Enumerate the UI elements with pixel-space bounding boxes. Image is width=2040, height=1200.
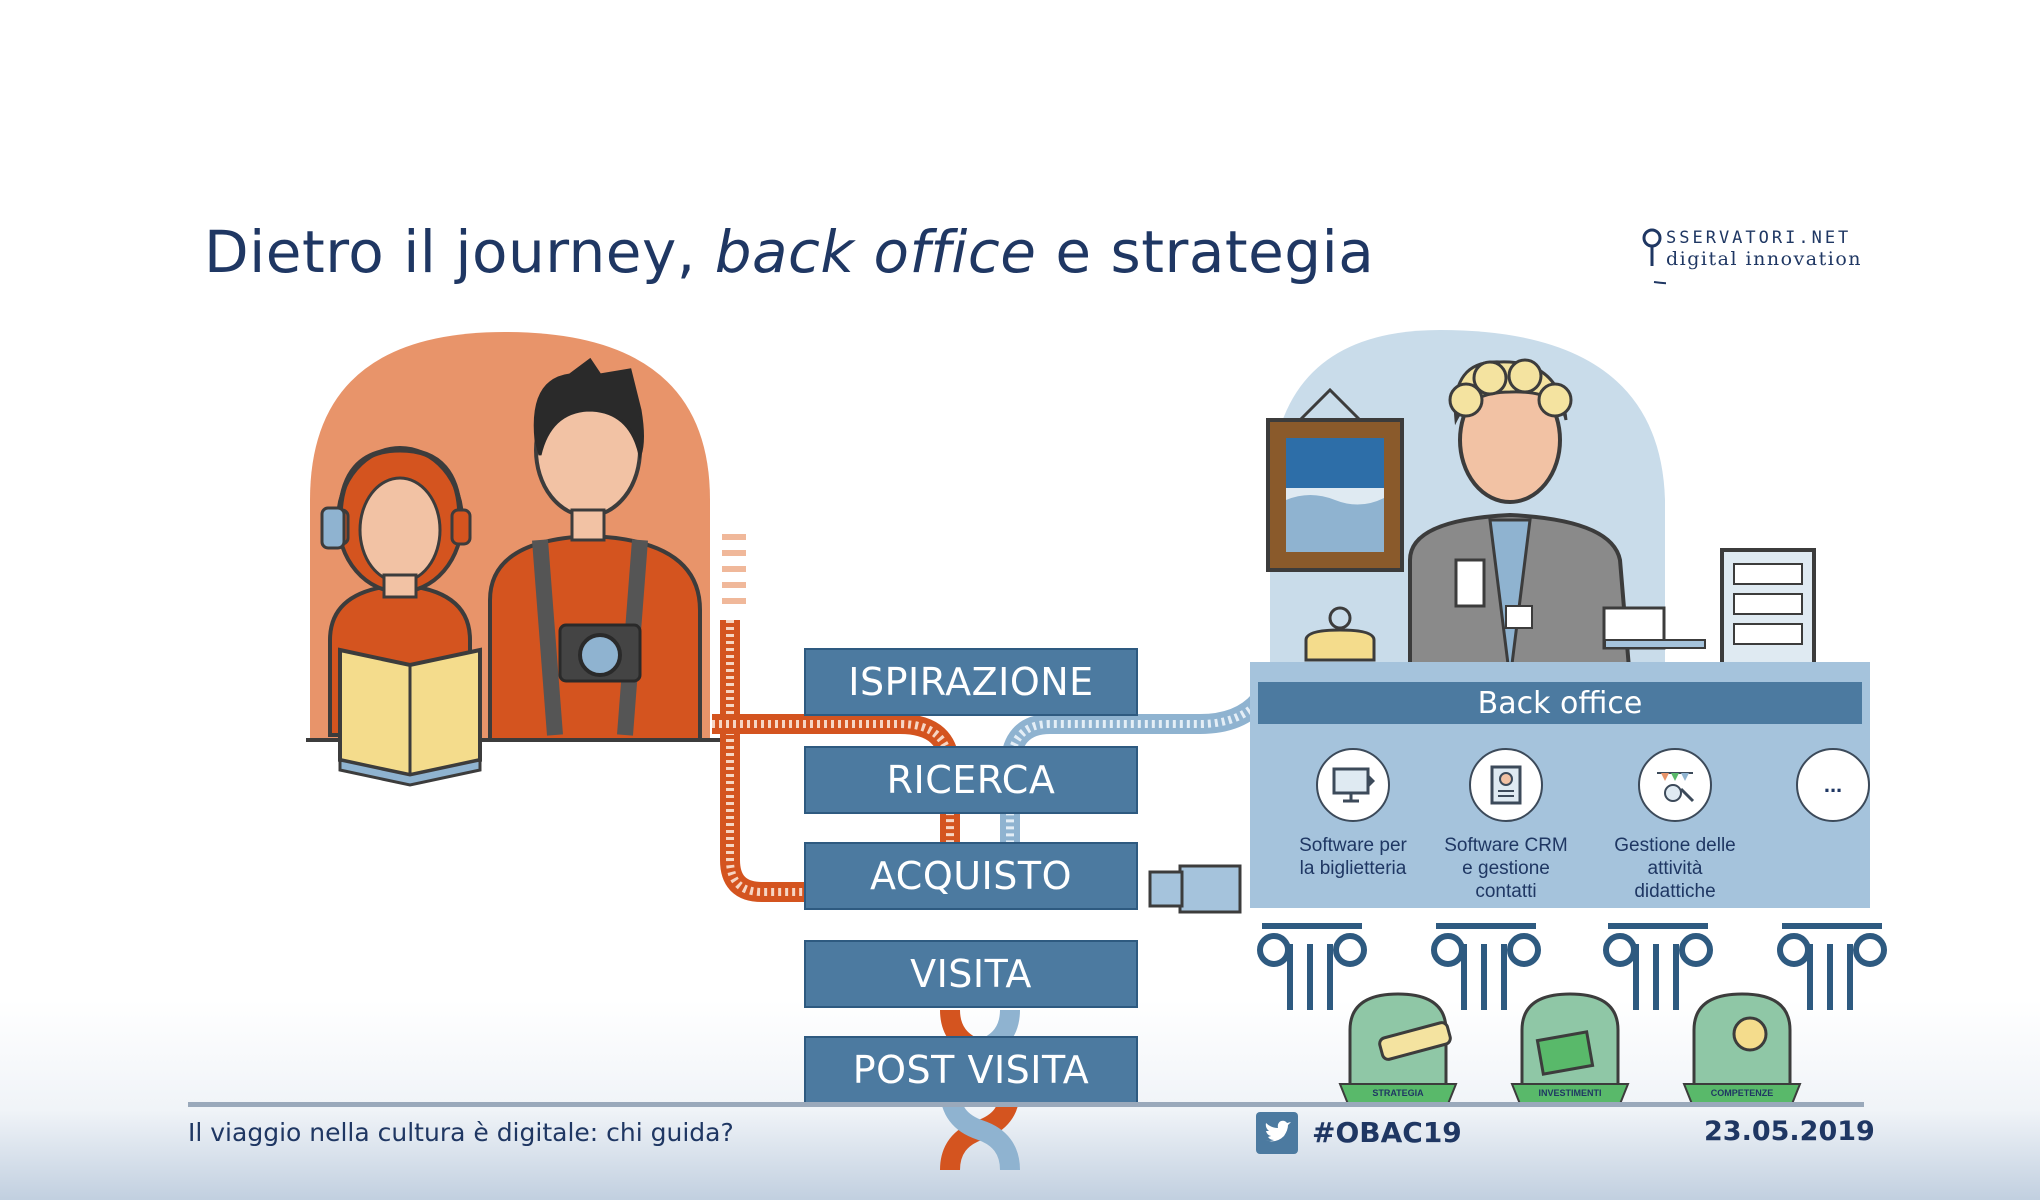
pillar-label-investimenti: INVESTIMENTI (1538, 1088, 1602, 1098)
investimenti-arch (1510, 992, 1630, 1105)
magnifier-logo-icon (1642, 228, 1666, 285)
osservatori-logo: SSERVATORI.NET digital innovation (1640, 226, 1862, 290)
contact-card-icon (1469, 748, 1543, 822)
stage-ispirazione: ISPIRAZIONE (804, 648, 1138, 716)
stage-acquisto: ACQUISTO (804, 842, 1138, 910)
tool-label: Software CRM e gestione contatti (1444, 835, 1568, 902)
foundation-arches (1338, 992, 1802, 1105)
tool-ticketing-software: Software per la biglietteria (1268, 748, 1438, 898)
pillar-1 (1257, 923, 1367, 1010)
footer-divider (188, 1102, 1864, 1107)
back-office-illustration (1266, 330, 1816, 720)
tool-label: Software per la biglietteria (1299, 835, 1407, 879)
more-icon: ... (1796, 748, 1870, 822)
tool-more: ... (1748, 748, 1918, 898)
pillar-4 (1777, 923, 1887, 1010)
stage-visita: VISITA (804, 940, 1138, 1008)
pillar-label-competenze: COMPETENZE (1710, 1088, 1774, 1098)
stage-ricerca: RICERCA (804, 746, 1138, 814)
education-icon (1638, 748, 1712, 822)
pillar-2 (1431, 923, 1541, 1010)
tool-label: Gestione delle attività didattiche (1614, 835, 1736, 902)
pillar-3 (1603, 923, 1713, 1010)
back-office-title: Back office (1258, 682, 1862, 724)
competenze-arch (1682, 992, 1802, 1105)
logo-text-top: SSERVATORI.NET (1666, 228, 1852, 248)
twitter-icon (1256, 1112, 1298, 1154)
pillar-label-strategia: STRATEGIA (1372, 1088, 1424, 1098)
tool-crm-software: Software CRM e gestione contatti (1421, 748, 1591, 902)
footer-hashtag: #OBAC19 (1312, 1116, 1462, 1149)
stage-post-visita: POST VISITA (804, 1036, 1138, 1104)
footer-subtitle: Il viaggio nella cultura è digitale: chi… (188, 1118, 734, 1147)
footer-date: 23.05.2019 (1704, 1116, 1875, 1147)
monitor-icon (1316, 748, 1390, 822)
logo-text-bottom: digital innovation (1666, 248, 1862, 270)
tool-education-management: Gestione delle attività didattiche (1590, 748, 1760, 902)
visitors-illustration (306, 332, 746, 787)
pillars (1257, 923, 1887, 1010)
strategia-arch (1338, 992, 1458, 1105)
title-italic: back office (714, 218, 1037, 286)
slide-title: Dietro il journey, back office e strateg… (204, 218, 1375, 286)
